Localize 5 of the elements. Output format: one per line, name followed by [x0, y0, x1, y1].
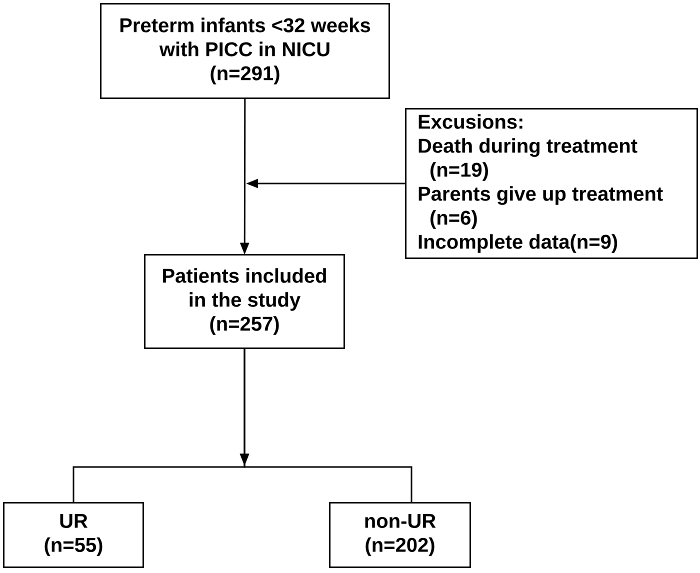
exclusion-box: Excusions: Death during treatment (n=19) Parents give up treatment (n=6) Incomplete data(n=9) [405, 108, 698, 259]
process-box: Preterm infants <32 weeks with PICC in NICU (n=291) [100, 3, 390, 99]
group-box: non-UR (n=202) [329, 502, 471, 568]
process-box: Patients included in the study (n=257) [144, 254, 345, 349]
group-box: UR (n=55) [3, 502, 144, 568]
